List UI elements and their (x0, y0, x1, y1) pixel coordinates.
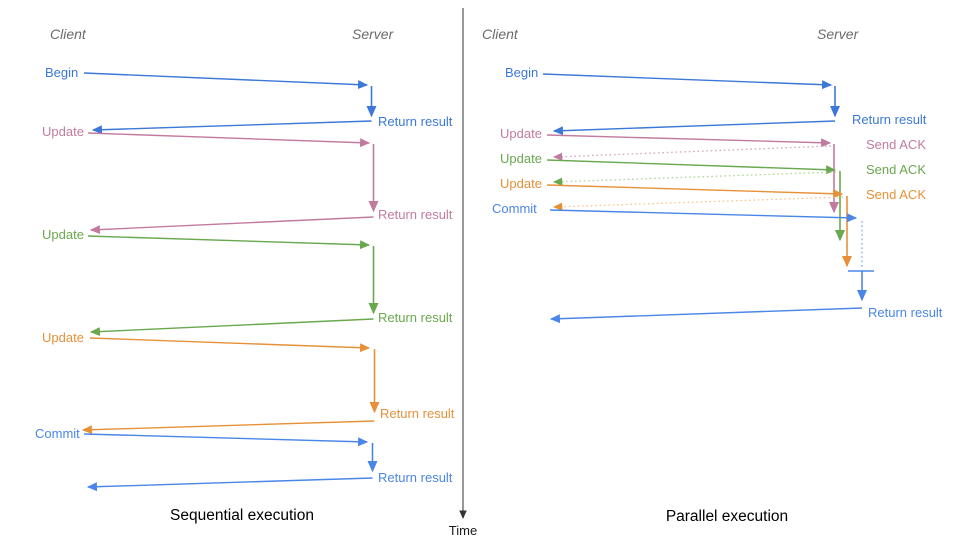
seq-update3-response-label: Return result (380, 406, 455, 421)
par-commit-request-arrow (549, 209, 858, 223)
parallel-panel: Client Server Begin Return result Update… (482, 26, 943, 525)
par-update3-label: Update (500, 176, 542, 191)
seq-begin-response-label: Return result (378, 114, 453, 129)
par-update1-request-arrow (546, 134, 832, 148)
par-commit-label: Commit (492, 201, 537, 216)
par-update2-ack-arrow (552, 171, 837, 186)
seq-update2-request-arrow (87, 235, 371, 250)
sequential-panel: Client Server Begin Return result Update… (35, 26, 455, 524)
seq-begin-request-arrow (83, 72, 369, 90)
par-update3-ack-arrow (552, 196, 844, 211)
seq-commit-request-arrow (83, 433, 369, 447)
par-update1-response-label: Send ACK (866, 137, 926, 152)
seq-update3-request-arrow (89, 337, 371, 353)
seq-update2-return-arrow (89, 318, 374, 337)
seq-update3-exchange: Update Return result (42, 330, 455, 435)
seq-update1-label: Update (42, 124, 84, 139)
time-axis-label: Time (449, 523, 477, 538)
par-commit-return-arrow (549, 307, 863, 324)
parallel-title: Parallel execution (666, 508, 788, 525)
seq-commit-exchange: Commit Return result (35, 426, 453, 492)
par-commit-response-label: Return result (868, 305, 943, 320)
par-begin-label: Begin (505, 65, 538, 80)
par-begin-return-arrow (552, 120, 836, 136)
seq-commit-response-label: Return result (378, 470, 453, 485)
sequential-client-header: Client (50, 26, 87, 42)
par-update2-response-label: Send ACK (866, 162, 926, 177)
par-update2-label: Update (500, 151, 542, 166)
par-update1-label: Update (500, 126, 542, 141)
par-begin-exchange: Begin Return result (505, 65, 927, 136)
par-begin-request-arrow (542, 73, 833, 90)
seq-update1-request-arrow (87, 132, 371, 148)
par-update3-response-label: Send ACK (866, 187, 926, 202)
par-update2-request-arrow (546, 159, 837, 175)
seq-update1-exchange: Update Return result (42, 124, 453, 235)
seq-begin-label: Begin (45, 65, 78, 80)
sequential-server-header: Server (352, 26, 395, 42)
seq-update3-return-arrow (81, 420, 375, 435)
par-update3-exchange: Update Send ACK (500, 176, 926, 268)
par-update1-ack-arrow (552, 145, 832, 161)
parallel-server-header: Server (817, 26, 860, 42)
seq-update2-label: Update (42, 227, 84, 242)
seq-update1-response-label: Return result (378, 207, 453, 222)
seq-commit-label: Commit (35, 426, 80, 441)
seq-update1-return-arrow (89, 216, 374, 235)
seq-update2-response-label: Return result (378, 310, 453, 325)
par-commit-exchange: Commit Return result (492, 201, 943, 324)
parallel-client-header: Client (482, 26, 519, 42)
time-axis: Time (449, 8, 477, 538)
par-begin-response-label: Return result (852, 112, 927, 127)
sequential-title: Sequential execution (170, 507, 314, 524)
seq-commit-return-arrow (86, 477, 373, 492)
seq-update3-label: Update (42, 330, 84, 345)
par-update2-exchange: Update Send ACK (500, 151, 926, 242)
seq-update2-exchange: Update Return result (42, 227, 453, 337)
par-update1-exchange: Update Send ACK (500, 126, 926, 214)
par-update3-request-arrow (546, 184, 844, 199)
seq-begin-return-arrow (91, 120, 372, 135)
seq-begin-exchange: Begin Return result (45, 65, 453, 135)
